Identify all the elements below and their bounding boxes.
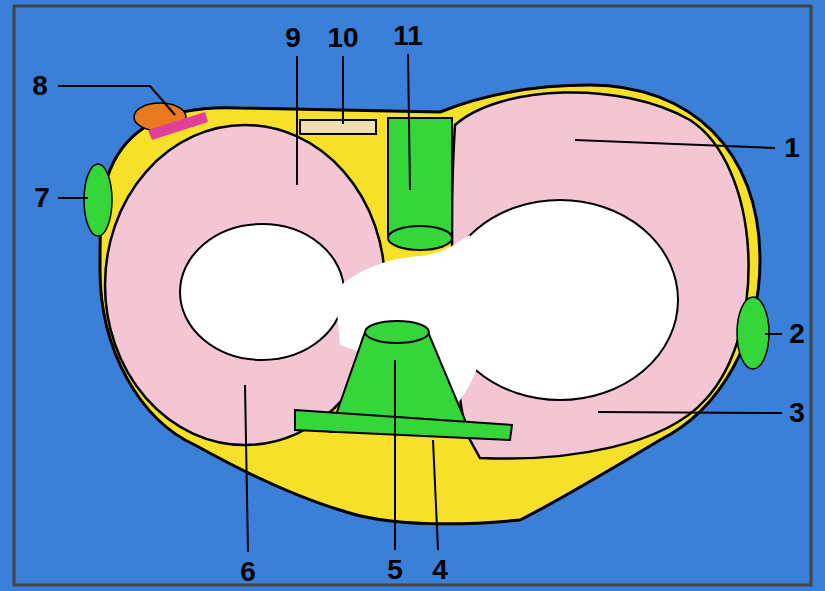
leader-line: [394, 360, 396, 550]
callout-number: 11: [393, 22, 423, 50]
meniscofemoral-ligament: [295, 410, 512, 440]
leader-line: [342, 56, 344, 124]
leader-line: [598, 412, 782, 413]
capsule-strip: [148, 112, 208, 140]
pcl-insertion: [365, 321, 429, 343]
callout-number: 8: [32, 72, 48, 100]
transverse-ligament: [300, 120, 376, 134]
callout-number: 7: [34, 184, 50, 212]
leader-line: [58, 197, 88, 199]
frame: [14, 6, 811, 585]
callout-number: 9: [285, 24, 301, 52]
callout-number: 6: [240, 558, 256, 586]
tibial-plateau: [100, 85, 760, 524]
callout-number: 10: [327, 24, 358, 52]
medial-articular-area: [442, 200, 678, 400]
medial-collateral-ligament: [737, 297, 769, 369]
lateral-collateral-ligament: [84, 164, 112, 236]
leader-line: [245, 385, 248, 552]
leader-line: [296, 56, 298, 185]
lateral-articular-area: [180, 224, 344, 360]
leader-line: [433, 440, 438, 550]
callout-number: 3: [789, 399, 805, 427]
leader-line: [408, 54, 410, 190]
callout-number: 5: [387, 556, 403, 584]
callout-number: 4: [432, 556, 448, 584]
callout-number: 2: [789, 320, 805, 348]
leader-line: [575, 140, 775, 148]
leader-lines: [58, 54, 782, 552]
leader-line: [58, 86, 175, 115]
acl-insertion: [388, 226, 452, 250]
leader-line: [765, 333, 782, 335]
callout-number: 1: [784, 134, 800, 162]
